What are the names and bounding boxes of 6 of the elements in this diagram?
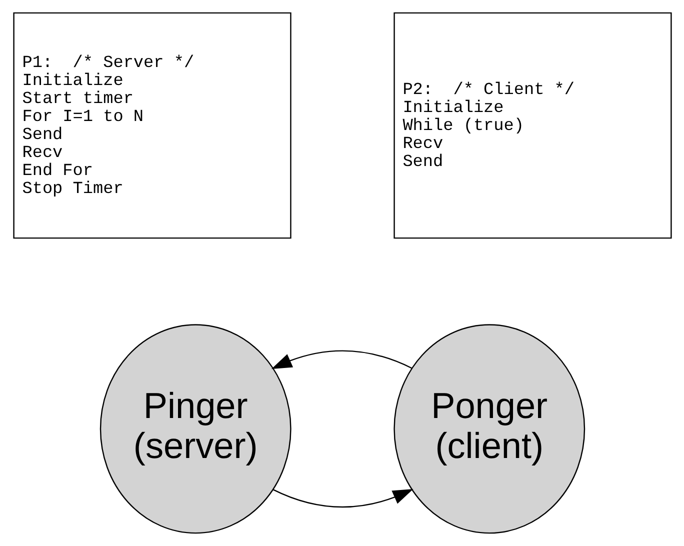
- arrow: [272, 488, 413, 508]
- node-circle: Pinger (server): [99, 324, 291, 534]
- arrow: [270, 350, 412, 369]
- node-circle: Ponger (client): [393, 324, 585, 534]
- node-box: P2: /* Client */ Initialize While (true) Recv Send: [393, 12, 672, 239]
- node-box: P1: /* Server */ Initialize Start timer For I=1 to N Send Recv End For Stop Timer: [12, 12, 291, 239]
